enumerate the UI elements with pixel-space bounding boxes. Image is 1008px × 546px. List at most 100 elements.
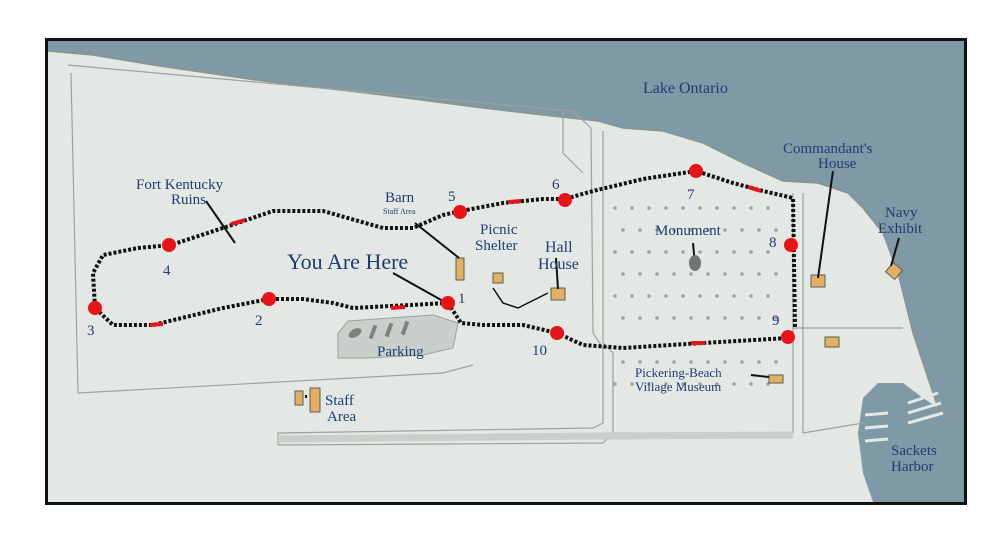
tree-dot [706,316,710,320]
tree-dot [689,316,693,320]
tree-dot [766,206,770,210]
tree-dot [766,250,770,254]
lake-ontario-label: Lake Ontario [643,80,728,97]
roads [67,64,903,446]
monument-tree-grid [613,206,778,386]
monument-marker [689,255,701,271]
hall-house-label-line2: House [538,256,579,273]
stop-marker-9 [781,330,795,344]
museum-label: Pickering-Beach [635,365,722,380]
stop-number-3: 3 [87,323,95,339]
parking-islands [348,320,410,340]
tree-dot [655,272,659,276]
stop-marker-3 [88,301,102,315]
tree-dot [740,316,744,320]
tree-dot [621,316,625,320]
sackets-harbor-label-line2: Harbor [891,459,933,475]
tree-dot [689,360,693,364]
tree-dot [647,382,651,386]
tree-dot [749,206,753,210]
tree-dot [732,294,736,298]
picnic-shelter-label-line2: Shelter [475,238,518,254]
tree-dot [740,272,744,276]
fort-kentucky-label: Fort Kentucky [136,177,224,193]
stop-number-2: 2 [255,313,263,329]
tree-dot [613,206,617,210]
barn-label: Barn [385,190,415,206]
tree-dot [698,206,702,210]
tree-dot [638,316,642,320]
commandants-house-label-line2: House [818,156,857,172]
tree-dot [655,316,659,320]
tree-dot [655,360,659,364]
tree-dot [621,228,625,232]
stop-markers [88,164,798,344]
stop-marker-6 [558,193,572,207]
tree-dot [689,228,693,232]
stop-number-5: 5 [448,189,456,205]
navy-exhibit-label-line2: Exhibit [878,221,923,237]
parking-label: Parking [377,344,424,360]
site-map: 1 2 3 4 5 6 7 8 9 10 Lake Ontario Fort K… [45,38,967,505]
trail-picnic-spur [492,287,549,309]
stop-marker-8 [784,238,798,252]
you-are-here-label: You Are Here [287,249,408,274]
tree-dot [664,250,668,254]
staff-area-label-line2: Area [327,409,356,425]
tree-dot [655,228,659,232]
navy-exhibit-label: Navy [885,205,918,221]
tree-dot [732,382,736,386]
tree-dot [664,206,668,210]
tree-dot [630,206,634,210]
main-road [277,431,794,443]
tree-dot [774,272,778,276]
tree-dot [740,228,744,232]
tree-dot [681,250,685,254]
stop-number-9: 9 [772,313,780,329]
tree-dot [774,228,778,232]
tree-dot [613,294,617,298]
staff-area-label: Staff [325,393,354,409]
tree-dot [749,250,753,254]
tree-dot [689,272,693,276]
tree-dot [706,272,710,276]
tree-dot [757,228,761,232]
parking-lot [337,314,459,359]
tree-dot [732,250,736,254]
stop-number-1: 1 [458,291,466,307]
barn-sublabel: Staff Area [383,207,416,216]
tree-dot [723,228,727,232]
sackets-harbor-label: Sackets [891,443,937,459]
tree-dot [774,316,778,320]
tree-dot [647,294,651,298]
tree-dot [621,272,625,276]
tree-dot [698,250,702,254]
tree-dot [732,206,736,210]
tree-dot [664,294,668,298]
tree-dot [613,382,617,386]
stop-number-4: 4 [163,263,171,279]
tree-dot [774,360,778,364]
tree-dot [681,206,685,210]
trail-accents [149,185,762,345]
tree-dot [749,294,753,298]
tree-dot [664,382,668,386]
tree-dot [706,360,710,364]
tree-dot [630,382,634,386]
stop-number-10: 10 [532,343,547,359]
tree-dot [757,316,761,320]
walking-trail [90,168,797,329]
tree-dot [723,316,727,320]
tree-dot [638,272,642,276]
tree-dot [757,360,761,364]
pointer-arrows [205,170,900,398]
tree-dot [613,250,617,254]
commandants-house-label: Commandant's [783,141,873,157]
tree-dot [638,360,642,364]
fort-kentucky-label-line2: Ruins [171,192,206,208]
tree-dot [757,272,761,276]
museum-label-line2: Village Museum [635,379,721,394]
tree-dot [715,294,719,298]
tree-dot [621,360,625,364]
tree-dot [723,360,727,364]
